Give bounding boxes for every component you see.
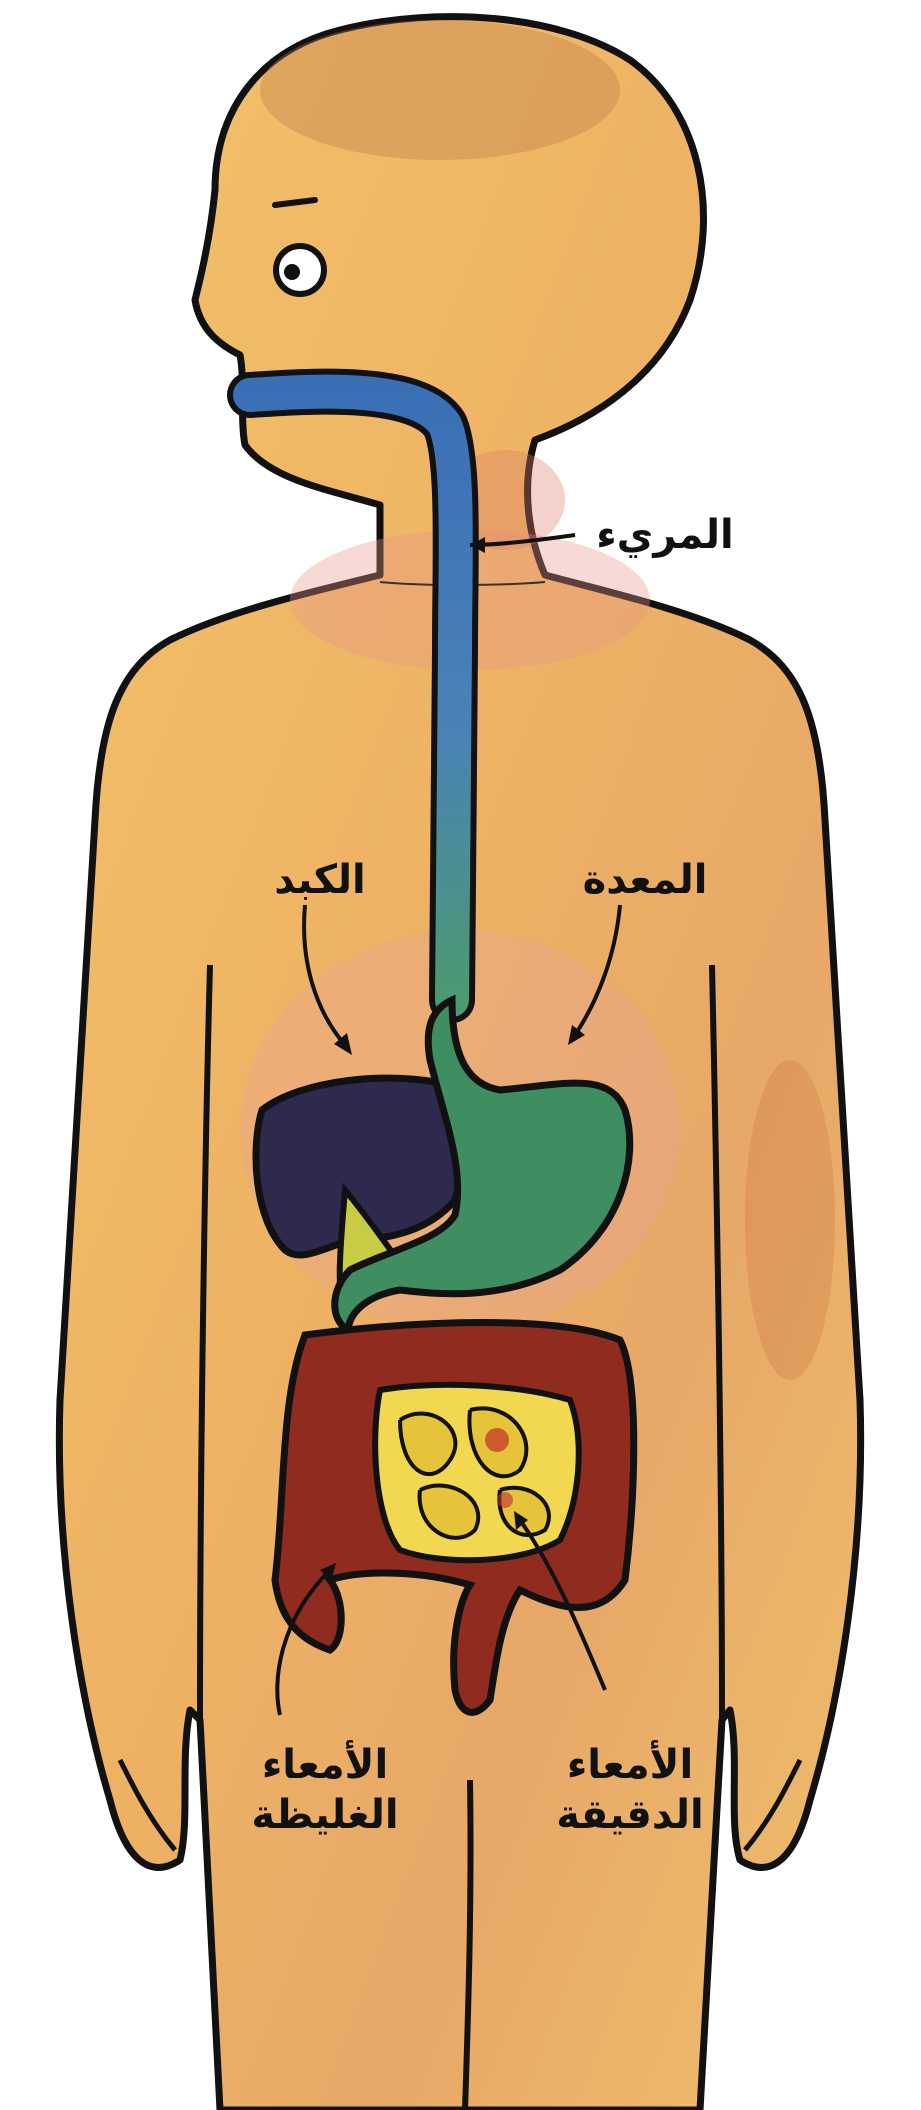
esophagus-label: المريء [590,510,740,560]
blush-head [260,20,620,160]
large-intestine-label-line2: الغليظة [240,1790,410,1840]
blush-right-arm [745,1060,835,1380]
eye-icon [276,246,324,294]
liver-label-text: الكبد [250,855,390,905]
large-intestine-label: الأمعاء الغليظة [240,1740,410,1840]
large-intestine-label-line1: الأمعاء [240,1740,410,1790]
pupil [284,264,300,280]
liver-label: الكبد [250,855,390,905]
small-intestine-label: الأمعاء الدقيقة [545,1740,715,1840]
esophagus-label-text: المريء [590,510,740,560]
small-intestine-label-line1: الأمعاء [545,1740,715,1790]
stomach-label-text: المعدة [570,855,720,905]
small-intestine [375,1385,579,1560]
small-intestine-label-line2: الدقيقة [545,1790,715,1840]
stomach-label: المعدة [570,855,720,905]
